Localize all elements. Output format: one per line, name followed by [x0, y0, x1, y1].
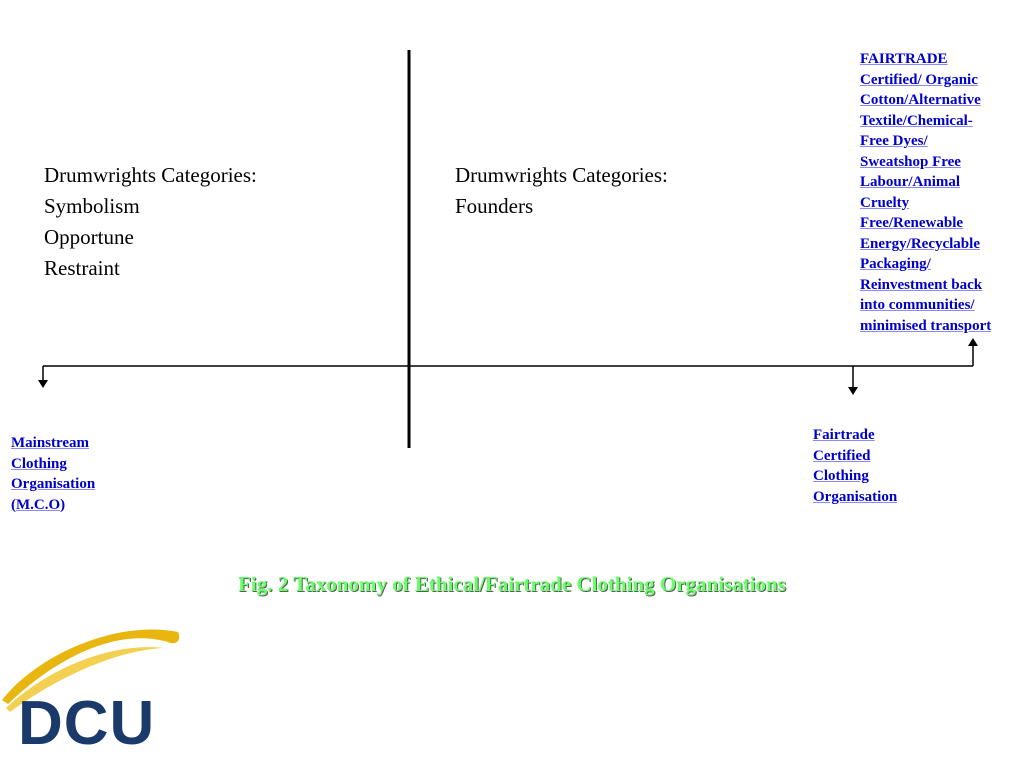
fco-label-line: Certified	[813, 447, 871, 464]
dcu-swoosh-logo: DCU	[2, 629, 180, 758]
mco-label-line: Mainstream	[11, 435, 90, 451]
attribute-line: Free/Renewable	[860, 215, 964, 231]
attribute-line: Sweatshop Free	[860, 153, 961, 170]
fco-label: Fairtrade Certified Clothing Organisatio…	[813, 425, 897, 507]
attribute-line: Certified/ Organic	[860, 71, 978, 88]
attribute-line: Packaging/	[860, 256, 931, 272]
mco-label-line: Clothing	[11, 455, 67, 472]
logo-swoosh-inner	[6, 647, 164, 712]
right-quadrant-heading: Drumwrights Categories:	[455, 163, 668, 187]
mco-label-line: (M.C.O)	[11, 496, 66, 513]
mco-label: Mainstream Clothing Organisation (M.C.O)	[11, 433, 95, 515]
attribute-line: minimised transport	[860, 317, 992, 334]
fairtrade-attributes-label: FAIRTRADE Certified/ Organic Cotton/Alte…	[860, 49, 991, 336]
mco-label-line: Organisation	[11, 476, 96, 492]
left-quadrant-item: Symbolism	[44, 194, 140, 218]
attribute-line: Textile/Chemical-	[860, 112, 973, 129]
logo-swoosh	[2, 629, 180, 704]
attribute-line: Free Dyes/	[860, 133, 928, 149]
left-quadrant-item: Restraint	[44, 256, 120, 280]
right-quadrant-item: Founders	[455, 194, 534, 218]
figure-caption: Fig. 2 Taxonomy of Ethical/Fairtrade Clo…	[238, 572, 786, 596]
fco-label-line: Clothing	[813, 468, 869, 484]
attribute-line: FAIRTRADE	[860, 51, 948, 67]
attribute-line: Cotton/Alternative	[860, 92, 981, 108]
attribute-line: Cruelty	[860, 194, 910, 211]
attribute-line: into communities/	[860, 297, 975, 313]
left-quadrant-item: Opportune	[44, 225, 134, 249]
attribute-line: Labour/Animal	[860, 174, 961, 190]
attribute-line: Reinvestment back	[860, 276, 983, 293]
fco-label-line: Organisation	[813, 488, 898, 505]
left-quadrant-categories: Drumwrights Categories: Symbolism Opport…	[44, 160, 257, 284]
right-quadrant-categories: Drumwrights Categories: Founders	[455, 160, 668, 222]
left-quadrant-heading: Drumwrights Categories:	[44, 163, 257, 187]
logo-text: DCU	[18, 689, 155, 758]
fco-label-line: Fairtrade	[813, 427, 875, 443]
attribute-line: Energy/Recyclable	[860, 235, 980, 252]
